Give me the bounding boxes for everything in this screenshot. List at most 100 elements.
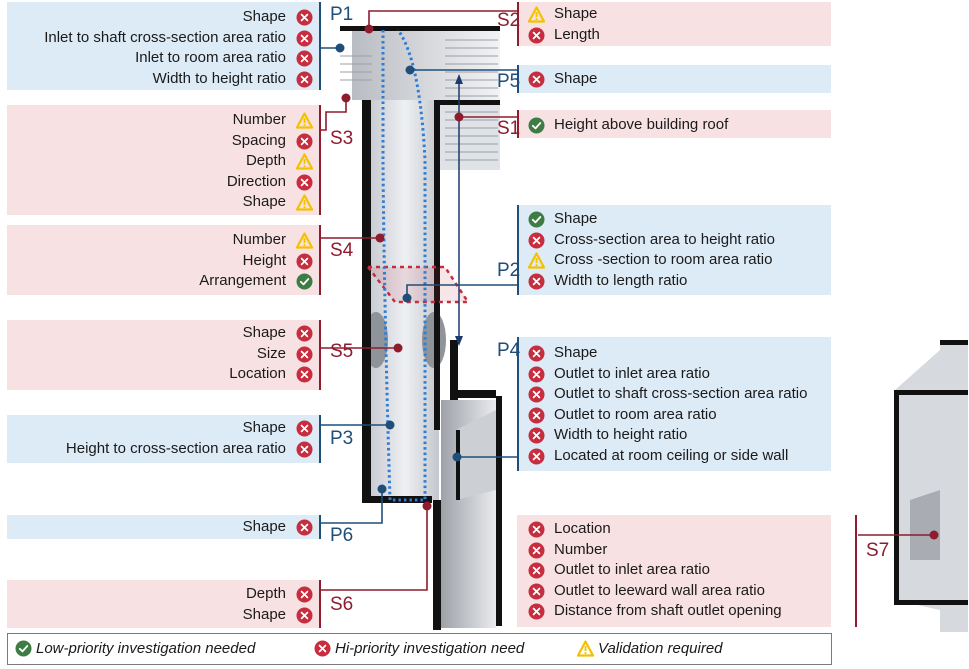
label-s3: S3 — [330, 128, 354, 149]
panel-s5 — [7, 320, 320, 390]
panel-p1 — [7, 2, 320, 90]
criterion-number: Number — [554, 540, 608, 558]
panel-bracket — [319, 580, 321, 628]
panel-bracket — [517, 110, 519, 138]
red-x-icon — [296, 607, 313, 624]
yellow-warning-icon — [296, 232, 313, 249]
criterion-shape: Shape — [242, 324, 286, 341]
criterion-number: Number — [232, 231, 286, 248]
red-x-icon — [296, 420, 313, 437]
label-s5: S5 — [330, 341, 354, 362]
panel-p5 — [517, 65, 831, 93]
criterion-spacing: Spacing — [231, 131, 286, 149]
criterion-located-at-room-ceiling-or-side-wall: Located at room ceiling or side wall — [554, 447, 789, 464]
red-x-icon — [528, 71, 545, 88]
criterion-outlet-to-inlet-area-ratio: Outlet to inlet area ratio — [554, 561, 710, 579]
panel-bracket — [319, 225, 321, 295]
criterion-number: Number — [232, 111, 286, 128]
red-x-icon — [528, 542, 545, 559]
criterion-height-to-cross-section-area-ratio: Height to cross-section area ratio — [65, 439, 286, 457]
panel-s2 — [517, 2, 831, 46]
panel-bracket — [517, 2, 519, 46]
criterion-cross-section-area-to-height-ratio: Cross-section area to height ratio — [554, 230, 775, 248]
red-x-icon — [296, 366, 313, 383]
legend-low-priority: Low-priority investigation needed — [36, 640, 256, 657]
green-check-icon — [528, 117, 545, 134]
criterion-shape: Shape — [554, 70, 598, 87]
criterion-inlet-to-shaft-cross-section-area-ratio: Inlet to shaft cross-section area ratio — [44, 28, 286, 46]
red-x-icon — [296, 519, 313, 536]
criterion-depth: Depth — [245, 585, 286, 602]
red-x-icon — [296, 9, 313, 26]
label-p5: P5 — [497, 71, 521, 92]
yellow-warning-icon — [528, 6, 545, 23]
legend: Low-priority investigation needed Hi-pri… — [7, 633, 832, 665]
criterion-shape: Shape — [242, 605, 286, 623]
criterion-size: Size — [256, 344, 286, 362]
red-x-icon — [528, 521, 545, 538]
red-x-icon — [296, 30, 313, 47]
red-x-icon — [296, 50, 313, 67]
label-p4: P4 — [497, 340, 521, 361]
criterion-shape: Shape — [242, 419, 286, 436]
red-x-icon — [296, 325, 313, 342]
criterion-outlet-to-shaft-cross-section-area-ratio: Outlet to shaft cross-section area ratio — [554, 385, 808, 403]
panel-s7 — [517, 515, 831, 627]
criterion-arrangement: Arrangement — [199, 272, 286, 290]
red-x-icon — [296, 441, 313, 458]
red-x-icon — [528, 583, 545, 600]
red-x-icon — [528, 427, 545, 444]
criterion-outlet-to-leeward-wall-area-ratio: Outlet to leeward wall area ratio — [554, 581, 765, 599]
green-check-icon — [528, 211, 545, 228]
panel-bracket — [319, 320, 321, 390]
criterion-cross-section-to-room-area-ratio: Cross -section to room area ratio — [554, 251, 773, 269]
label-p6: P6 — [330, 525, 354, 546]
criterion-length: Length — [554, 25, 600, 43]
red-x-icon — [528, 407, 545, 424]
criterion-height: Height — [242, 251, 286, 269]
red-x-icon — [528, 273, 545, 290]
shaft-illustration — [340, 26, 968, 632]
criterion-shape: Shape — [554, 5, 598, 22]
criterion-shape: Shape — [242, 8, 286, 25]
label-s2: S2 — [497, 10, 521, 31]
red-x-icon — [296, 71, 313, 88]
red-x-icon — [296, 586, 313, 603]
label-s7: S7 — [866, 540, 890, 561]
label-p2: P2 — [497, 260, 521, 281]
yellow-warning-icon — [577, 640, 594, 657]
red-x-icon — [528, 562, 545, 579]
label-s1: S1 — [497, 118, 521, 139]
criterion-height-above-building-roof: Height above building roof — [554, 116, 729, 133]
red-x-icon — [296, 346, 313, 363]
red-x-icon — [528, 448, 545, 465]
yellow-warning-icon — [296, 153, 313, 170]
panel-p4 — [517, 337, 831, 471]
panel-bracket — [319, 415, 321, 463]
red-x-icon — [296, 253, 313, 270]
label-p1: P1 — [330, 4, 354, 25]
criterion-outlet-to-room-area-ratio: Outlet to room area ratio — [554, 405, 717, 423]
red-x-icon — [528, 603, 545, 620]
criterion-shape: Shape — [554, 344, 598, 361]
green-check-icon — [15, 640, 32, 657]
panel-bracket — [517, 205, 519, 295]
red-x-icon — [528, 27, 545, 44]
red-x-icon — [528, 232, 545, 249]
panel-s4 — [7, 225, 320, 295]
panel-s6 — [7, 580, 320, 628]
panel-s3 — [7, 105, 320, 215]
legend-validation: Validation required — [598, 640, 723, 657]
criterion-width-to-height-ratio: Width to height ratio — [152, 69, 286, 87]
panel-p2 — [517, 205, 831, 295]
panel-bracket — [319, 2, 321, 90]
yellow-warning-icon — [296, 112, 313, 129]
panel-s1 — [517, 110, 831, 138]
criterion-location: Location — [554, 520, 611, 537]
criterion-direction: Direction — [226, 172, 286, 190]
panel-p6 — [7, 515, 320, 539]
label-s4: S4 — [330, 240, 354, 261]
criterion-shape: Shape — [554, 210, 598, 227]
red-x-icon — [296, 174, 313, 191]
label-p3: P3 — [330, 428, 354, 449]
